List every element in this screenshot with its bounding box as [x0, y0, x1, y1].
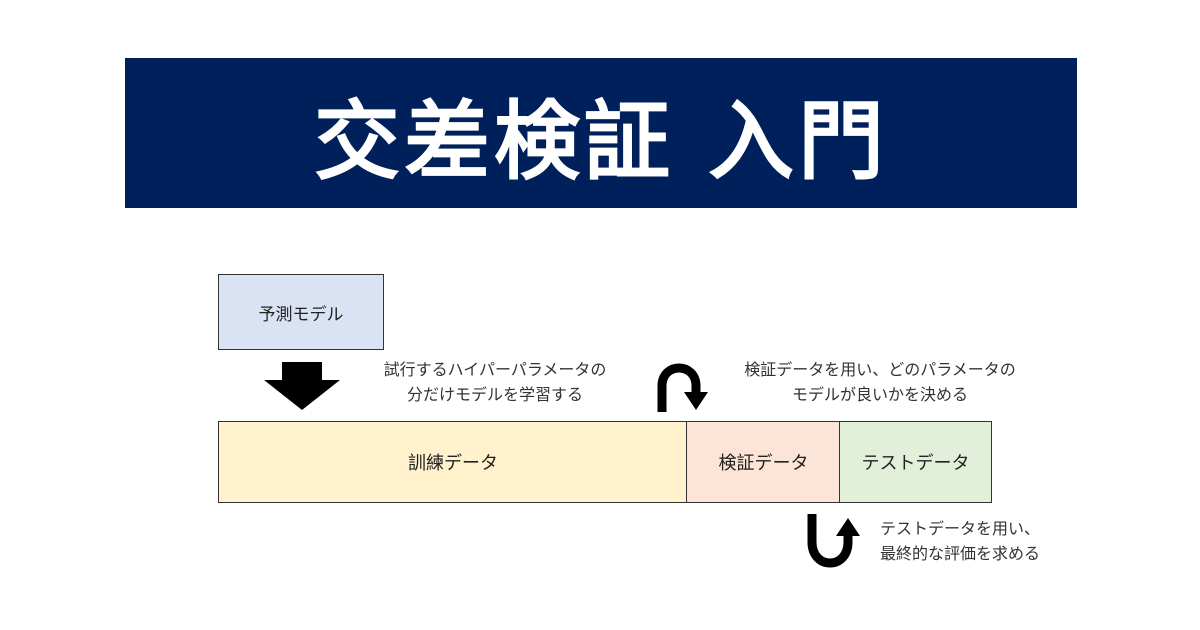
curved-arrow-icon [657, 363, 708, 412]
train-note-line1: 試行するハイパーパラメータの [383, 360, 607, 379]
validation-note: 検証データを用い、どのパラメータの モデルが良いかを決める [712, 357, 1048, 407]
train-data-label: 訓練データ [408, 453, 498, 474]
model-box: 予測モデル [218, 274, 384, 350]
test-note-line1: テストデータを用い、 [880, 519, 1041, 538]
validation-note-line1: 検証データを用い、どのパラメータの [744, 360, 1016, 379]
validation-data-label: 検証データ [718, 453, 809, 474]
validation-note-line2: モデルが良いかを決める [791, 385, 968, 404]
page-title: 交差検証 入門 [314, 91, 888, 192]
test-data-segment: テストデータ [839, 421, 992, 503]
test-note-line2: 最終的な評価を求める [880, 544, 1041, 563]
train-data-segment: 訓練データ [218, 421, 687, 503]
train-note-line2: 分だけモデルを学習する [406, 385, 583, 404]
model-box-label: 予測モデル [258, 304, 344, 325]
title-banner: 交差検証 入門 [125, 58, 1077, 208]
curved-up-arrow-icon [807, 514, 860, 568]
test-note: テストデータを用い、 最終的な評価を求める [880, 516, 1040, 566]
train-note: 試行するハイパーパラメータの 分だけモデルを学習する [350, 357, 640, 407]
down-arrow-icon [264, 362, 340, 410]
validation-data-segment: 検証データ [686, 421, 840, 503]
test-data-label: テストデータ [861, 453, 970, 474]
